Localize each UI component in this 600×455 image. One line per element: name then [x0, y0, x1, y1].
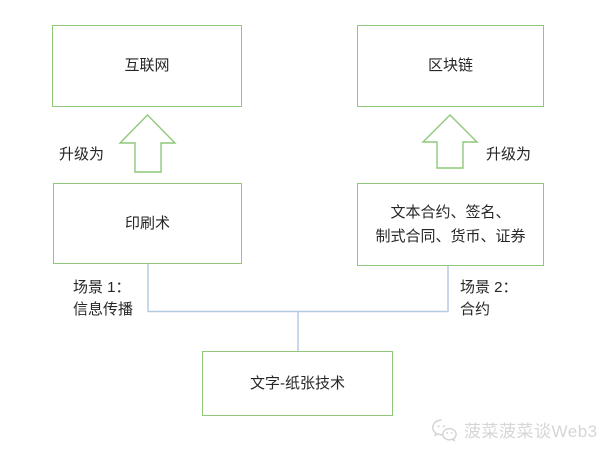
wechat-icon — [432, 418, 457, 442]
upgrade-label-left: 升级为 — [59, 146, 105, 163]
box-printing-label: 印刷术 — [124, 214, 170, 232]
box-paper-label: 文字-纸张技术 — [250, 374, 345, 392]
box-printing: 印刷术 — [53, 183, 242, 264]
box-internet-label: 互联网 — [124, 57, 170, 74]
watermark-text: 菠菜菠菜谈Web3 — [464, 422, 598, 441]
scene1-label: 场景 1： 信息传播 — [73, 279, 134, 318]
watermark: 菠菜菠菜谈Web3 — [431, 417, 598, 442]
scene2-label: 场景 2： 合约 — [460, 279, 518, 318]
upgrade-arrow-right-icon — [421, 114, 479, 169]
box-contracts: 文本合约、签名、 制式合同、货币、证券 — [357, 183, 544, 266]
upgrade-arrow-left-icon — [118, 114, 177, 173]
box-paper: 文字-纸张技术 — [202, 351, 393, 416]
box-contracts-label: 文本合约、签名、 制式合同、货币、证券 — [375, 203, 526, 245]
box-internet: 互联网 — [52, 25, 242, 107]
box-blockchain: 区块链 — [357, 25, 544, 107]
box-blockchain-label: 区块链 — [427, 57, 473, 74]
upgrade-label-right: 升级为 — [486, 146, 532, 163]
